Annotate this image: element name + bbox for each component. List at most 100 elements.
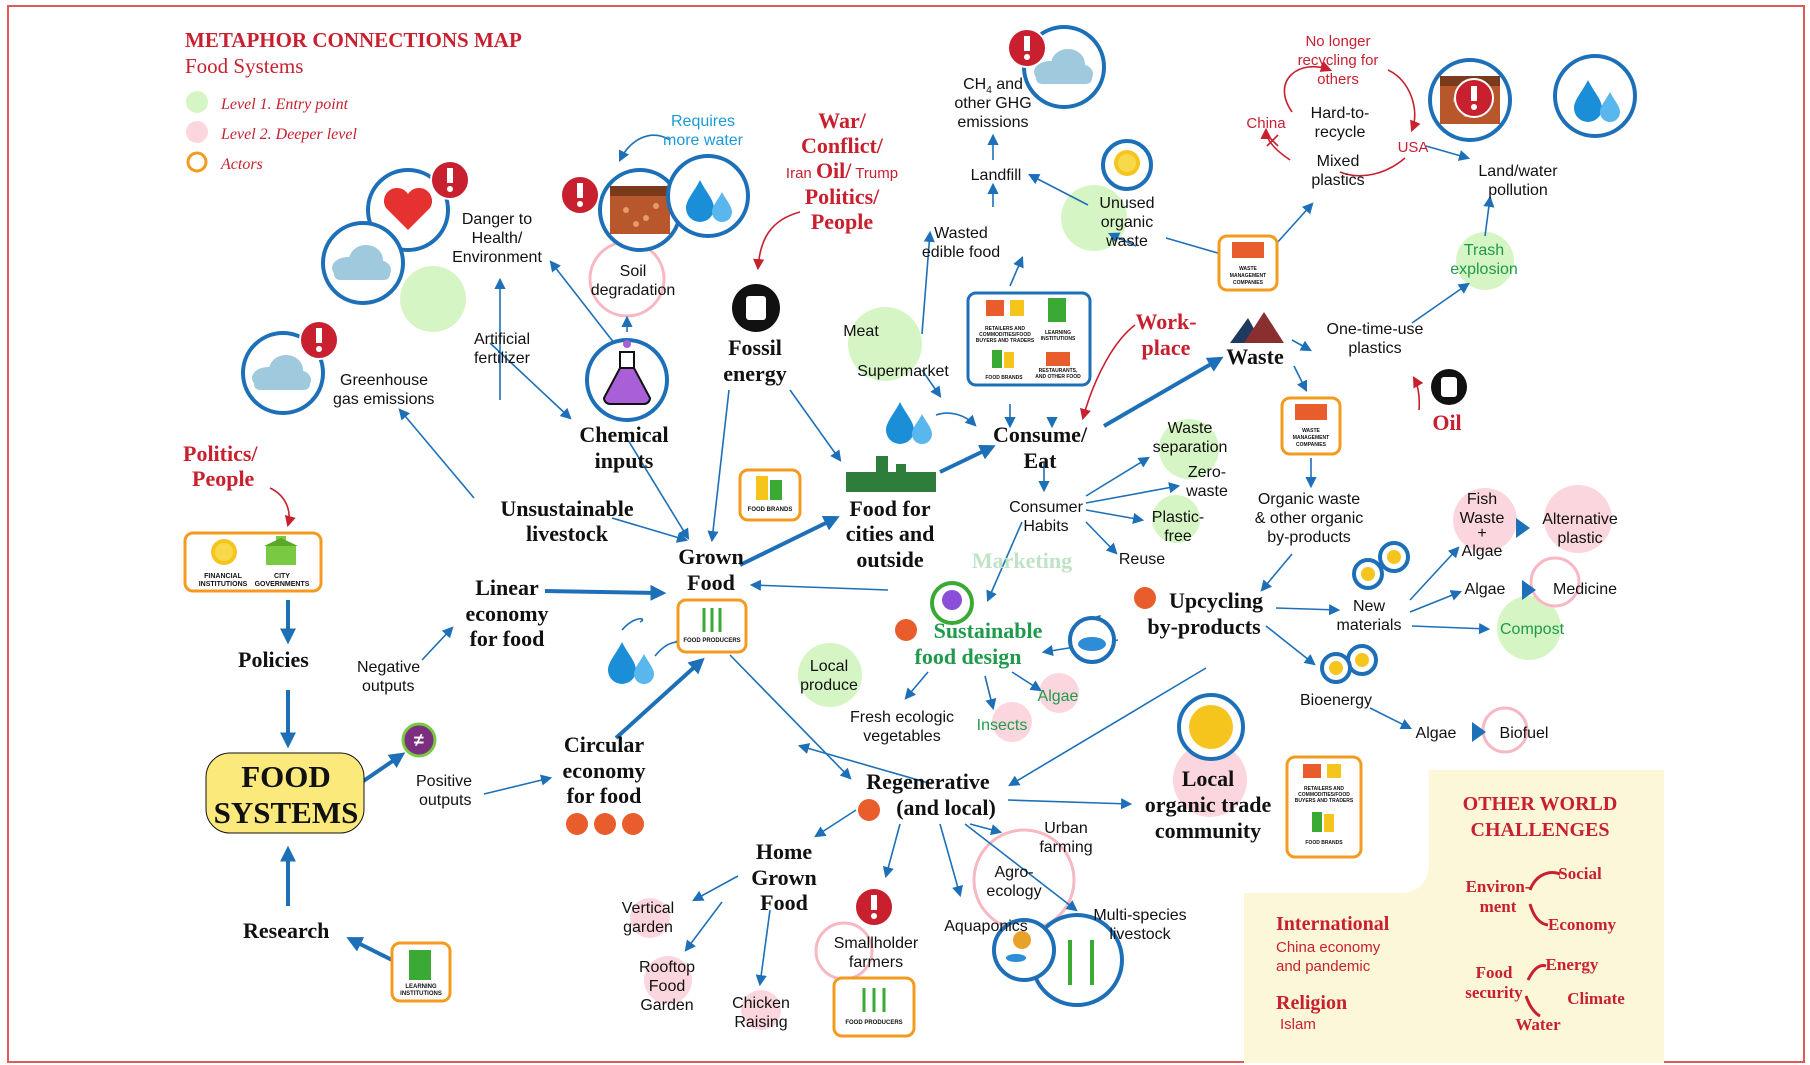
smallholder-producers-label: FOOD PRODUCERS — [845, 1020, 902, 1026]
vertical-l2: garden — [623, 919, 673, 936]
book-icon — [409, 950, 431, 980]
chemical-l2: inputs — [595, 448, 654, 473]
sustainable-l2: food design — [915, 644, 1022, 669]
localtrade-retailers-l2: COMMODITIES/FOOD — [1298, 792, 1350, 798]
one-time-l2: plastics — [1348, 340, 1401, 357]
fish-blob — [1453, 488, 1517, 552]
insects-blob — [992, 702, 1032, 742]
actor-city-line1: CITY — [274, 573, 290, 580]
unsustainable-l2: livestock — [526, 521, 609, 546]
fresh-l1: Fresh ecologic — [850, 709, 954, 726]
circular-l2: economy — [562, 758, 645, 783]
alt-plastic-l2: plastic — [1557, 530, 1602, 547]
waste-mgmt2-l3: COMPANIES — [1296, 442, 1327, 448]
trump-label: Trump — [851, 165, 898, 182]
soil-l2: degradation — [591, 282, 676, 299]
politics2-l2: People — [811, 209, 874, 234]
no-longer-l1: No longer — [1305, 33, 1370, 50]
greenhouse-l1: Greenhouse — [340, 372, 428, 389]
waste-mgmt2-l1: WASTE — [1302, 428, 1320, 434]
not-equal-icon — [401, 722, 437, 758]
home-grown-l3: Food — [760, 890, 808, 915]
danger-l3: Environment — [452, 249, 542, 266]
alt-plastic-blob — [1544, 485, 1612, 553]
food-cities-l3: outside — [856, 547, 923, 572]
ow-religion: Religion — [1276, 992, 1347, 1014]
algae-blob — [1039, 673, 1079, 713]
localtrade-retailers-l3: BUYERS AND TRADERS — [1295, 798, 1354, 804]
artificial-l2: fertilizer — [474, 350, 531, 367]
research-label: Research — [243, 918, 329, 943]
flask-icon — [602, 340, 652, 405]
grown-l2: Food — [687, 570, 735, 595]
politics-label-l2: People — [192, 466, 255, 491]
consume-retailers-l2: COMMODITIES/FOOD — [979, 332, 1031, 338]
linear-l3: for food — [470, 626, 545, 651]
coin-icon — [211, 539, 237, 565]
local-produce-l1: Local — [810, 658, 848, 675]
ow-link-4 — [1524, 995, 1541, 1018]
large-coin-icon — [1189, 705, 1233, 749]
cycle-icon-1 — [566, 813, 588, 835]
alt-plastic-l1: Alternative — [1542, 511, 1618, 528]
arrow-to-biofuel — [1472, 722, 1486, 742]
ow-intl-sub-l1: China economy — [1276, 939, 1381, 956]
no-longer-l2: recycling for — [1298, 52, 1379, 69]
ow-religion-sub: Islam — [1280, 1016, 1316, 1033]
chicken-l2: Raising — [734, 1014, 787, 1031]
actor-city-line2: GOVERNMENTS — [255, 581, 310, 588]
home-grown-l1: Home — [756, 839, 812, 864]
fossil-l1: Fossil — [728, 335, 782, 360]
other-world-title-l2: CHALLENGES — [1471, 819, 1610, 841]
connectors — [269, 61, 1495, 987]
labels: METAPHOR CONNECTIONS MAP Food Systems Le… — [183, 28, 1625, 1034]
ow-link-2 — [1528, 903, 1549, 927]
medicine-ring — [1529, 556, 1581, 608]
legend-level1-swatch — [186, 91, 208, 113]
medicine-label: Medicine — [1553, 581, 1617, 598]
chemical-l1: Chemical — [579, 422, 668, 447]
regen-l2: (and local) — [896, 795, 996, 820]
zero-waste-l1: Zero- — [1188, 464, 1226, 481]
grown-l1: Grown — [678, 544, 744, 569]
urban-l1: Urban — [1044, 820, 1088, 837]
localtrade-retailers-l1: RETAILERS AND — [1304, 786, 1344, 792]
page-subtitle: Food Systems — [185, 54, 303, 78]
waste-mgmt2-l2: MANAGEMENT — [1293, 435, 1329, 441]
legend-level2: Level 2. Deeper level — [220, 126, 357, 143]
water-drops-icon-3 — [608, 642, 654, 684]
oil-label: Oil/ — [816, 158, 852, 183]
waste-sep-l2: separation — [1153, 439, 1228, 456]
not-equal-symbol: ≠ — [414, 730, 424, 750]
china-label: China — [1246, 115, 1286, 132]
actor-learning-line1: LEARNING — [405, 984, 437, 990]
urban-l2: farming — [1039, 839, 1092, 856]
consume-l1: Consume/ — [993, 422, 1088, 447]
ow-climate: Climate — [1567, 989, 1625, 1008]
iran-oil-trump: Iran Oil/ Trump — [786, 158, 898, 183]
organic-waste-l2: & other organic — [1255, 510, 1364, 527]
ow-environment-l1: Environ- — [1466, 877, 1531, 896]
one-time-l1: One-time-use — [1327, 321, 1424, 338]
cycle-icon-2 — [622, 813, 644, 835]
waste-label: Waste — [1226, 344, 1284, 369]
local-trade-blob — [1173, 743, 1247, 817]
supermarket-label: Supermarket — [857, 363, 949, 380]
artificial-l1: Artificial — [474, 331, 530, 348]
local-trade-l2: organic trade — [1145, 792, 1272, 817]
page-title: METAPHOR CONNECTIONS MAP — [185, 28, 522, 52]
waste-separation-blob — [1159, 419, 1219, 479]
fish-plus: + — [1477, 525, 1486, 542]
fossil-l2: energy — [723, 361, 787, 386]
legend-level2-swatch — [186, 121, 208, 143]
fish-l2: Waste — [1460, 510, 1505, 527]
alert-icon-6 — [854, 887, 894, 927]
consume-retailers-l1: RETAILERS AND — [985, 326, 1025, 332]
oil-red-label: Oil — [1432, 410, 1461, 435]
alert-icon-4 — [1007, 28, 1047, 68]
circular-l1: Circular — [564, 732, 644, 757]
plastic-free-l2: free — [1164, 528, 1192, 545]
ch4-sub: 4 — [986, 85, 992, 96]
negative-outputs-l1: Negative — [357, 659, 420, 676]
